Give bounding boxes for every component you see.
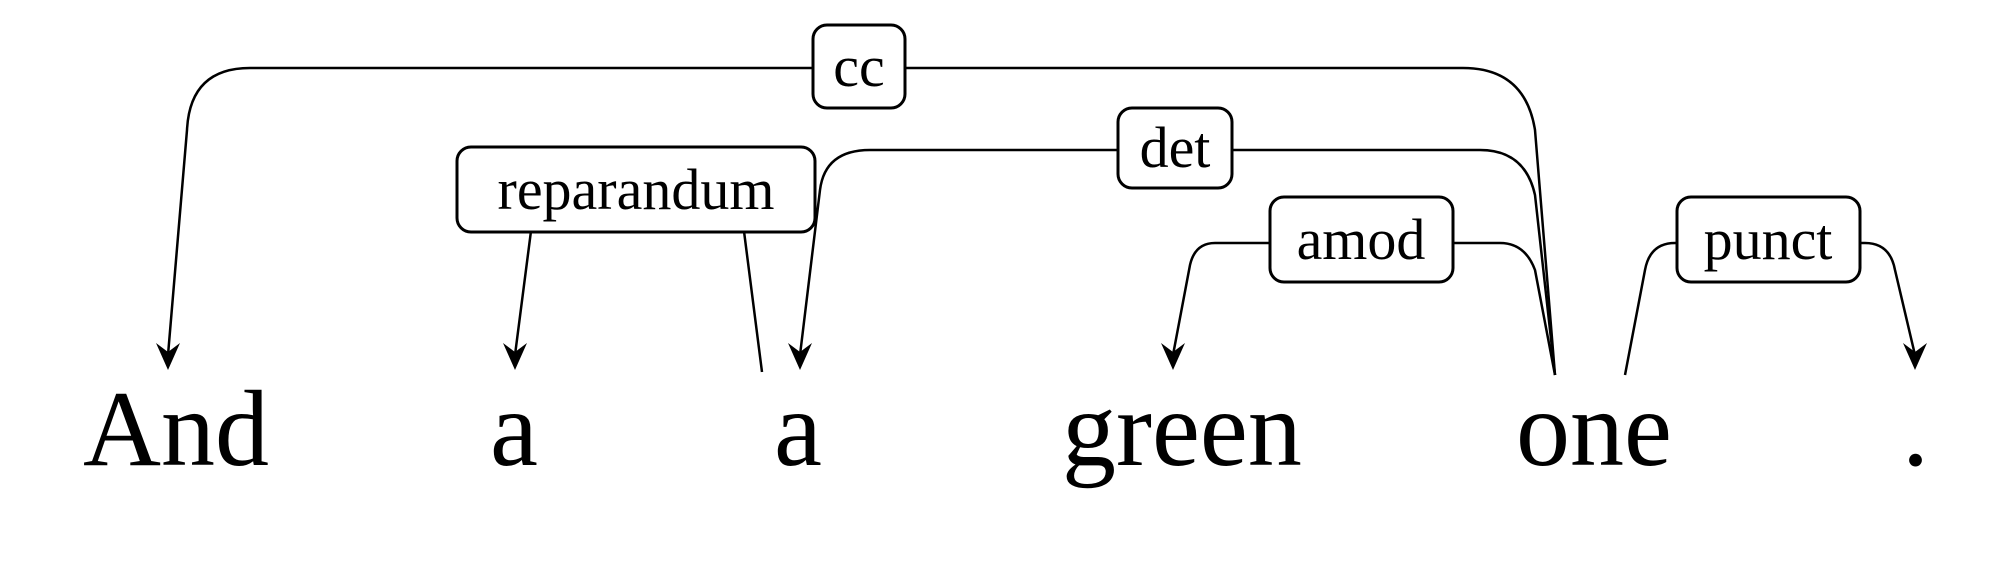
token-one: one <box>1516 370 1672 489</box>
arrowhead-icon <box>503 343 527 370</box>
arc-label-punct: punct <box>1704 207 1833 272</box>
arrowhead-icon <box>156 343 180 370</box>
label-box-amod: amod <box>1268 195 1455 284</box>
token-row: And a a green one . <box>83 370 1929 489</box>
token-a-1: a <box>490 370 538 489</box>
arc-label-cc: cc <box>833 34 885 99</box>
token-period: . <box>1902 370 1929 489</box>
arc-label-amod: amod <box>1297 207 1426 272</box>
label-box-cc: cc <box>811 23 907 110</box>
arrowhead-icon <box>1903 343 1927 370</box>
token-green: green <box>1062 370 1302 489</box>
token-a-2: a <box>774 370 822 489</box>
label-box-reparandum: reparandum <box>455 145 817 234</box>
token-and: And <box>83 370 269 489</box>
arrowhead-icon <box>1161 343 1185 370</box>
arc-label-det: det <box>1140 115 1211 180</box>
label-box-punct: punct <box>1675 195 1862 284</box>
label-box-det: det <box>1116 106 1234 190</box>
arrowhead-icon <box>788 343 812 370</box>
arc-det <box>788 148 1557 376</box>
arc-label-reparandum: reparandum <box>498 157 775 222</box>
